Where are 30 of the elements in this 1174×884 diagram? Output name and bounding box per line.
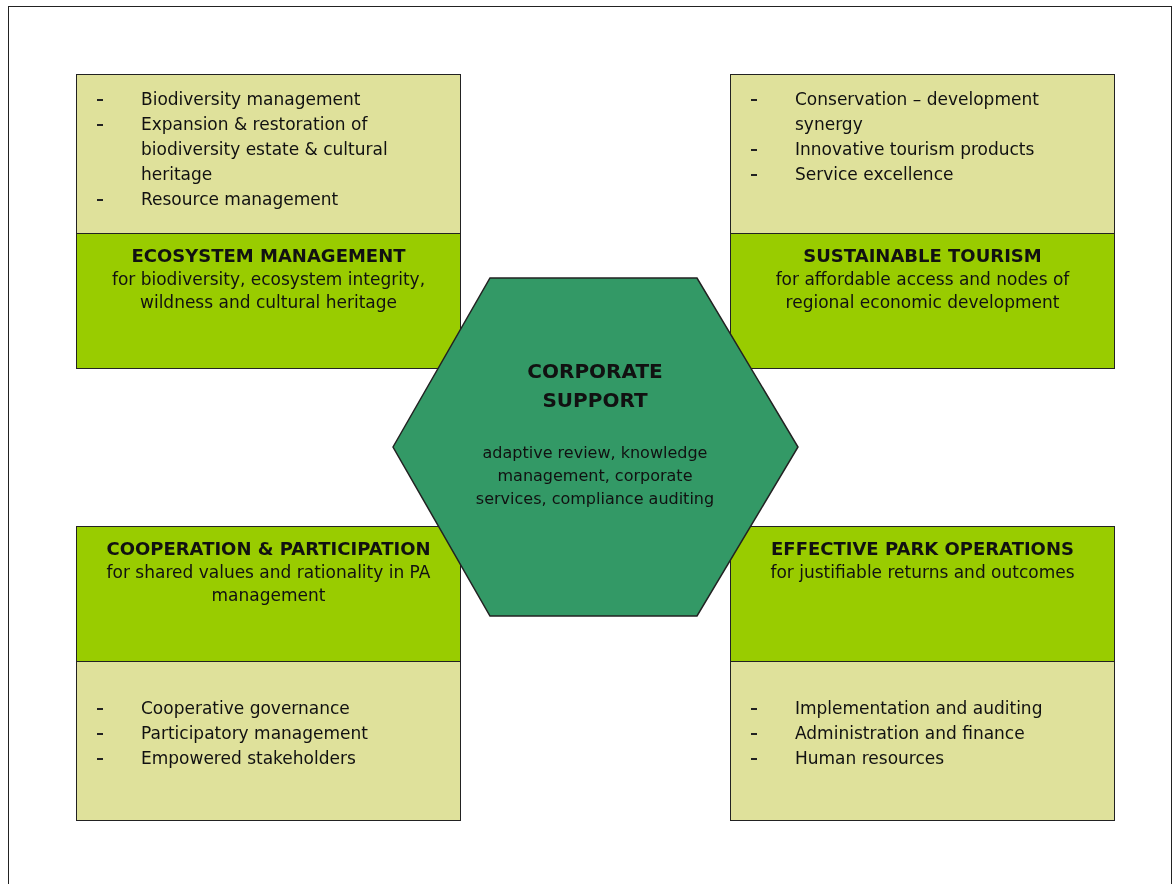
list-item: Implementation and auditing [795, 697, 1044, 720]
list-item: Empowered stakeholders [141, 747, 357, 770]
list-item: Resource management [141, 188, 340, 211]
list-panel [76, 74, 461, 234]
list-panel [76, 661, 461, 821]
heading-panel [76, 526, 461, 662]
list-item: Innovative tourism products [795, 138, 1036, 161]
list-item: Administration and finance [795, 722, 1026, 745]
panel-description: for shared values and rationality in PA management [105, 561, 432, 607]
list-item: Cooperative governance [141, 697, 351, 720]
panel-heading: ECOSYSTEM MANAGEMENT [130, 244, 407, 268]
list-item: Service excellence [795, 163, 955, 186]
list-panel [730, 661, 1115, 821]
panel-heading: COOPERATION & PARTICIPATION [105, 537, 432, 561]
heading-panel [730, 526, 1115, 662]
panel-heading: EFFECTIVE PARK OPERATIONS [770, 537, 1075, 561]
heading-panel [730, 233, 1115, 369]
list-item: Expansion & restoration of biodiversity estate & cultural heritage [141, 113, 389, 186]
list-panel [730, 74, 1115, 234]
list-item: Biodiversity management [141, 88, 362, 111]
list-item: Human resources [795, 747, 946, 770]
hexagon-description: adaptive review, knowledge management, corporate services, compliance auditing [475, 442, 715, 510]
panel-description: for justifiable returns and outcomes [769, 561, 1076, 584]
list-item: Participatory management [141, 722, 369, 745]
panel-description: for affordable access and nodes of regional economic development [774, 268, 1071, 314]
heading-panel [76, 233, 461, 369]
hexagon-heading: CORPORATE SUPPORT [526, 358, 664, 414]
panel-heading: SUSTAINABLE TOURISM [802, 244, 1043, 268]
list-item: Conservation – development synergy [795, 88, 1040, 136]
panel-description: for biodiversity, ecosystem integrity, wildness and cultural heritage [110, 268, 427, 314]
